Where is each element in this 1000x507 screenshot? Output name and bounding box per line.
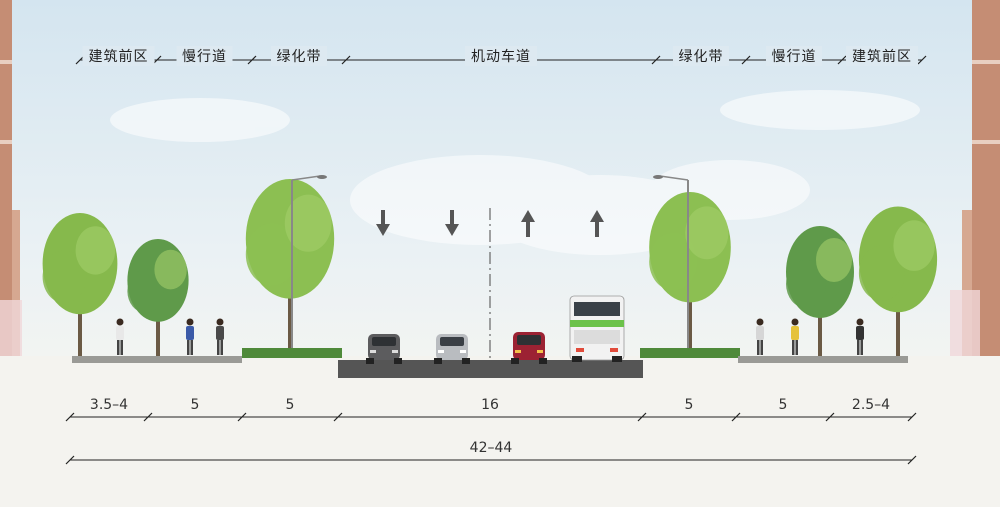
bus-icon	[569, 295, 625, 362]
trees	[42, 179, 938, 356]
zone-tick	[247, 55, 257, 65]
zone-label-slow-right: 慢行道	[772, 48, 817, 65]
zone-tick	[741, 55, 751, 65]
green-belt-right	[640, 348, 740, 358]
tree-icon	[245, 179, 335, 348]
tree-icon	[786, 226, 854, 356]
sidewalk-right	[738, 356, 908, 363]
width-label-front-left: 3.5–4	[90, 397, 128, 413]
width-tick	[731, 412, 741, 422]
car-icon	[434, 334, 470, 364]
width-label-slow-right: 5	[779, 397, 788, 413]
width-labels: 3.5–4 5 5 16 5 5 2.5–4	[90, 397, 890, 413]
pedestrian-icon	[756, 318, 764, 355]
width-tick	[825, 412, 835, 422]
lane-arrow-down-icon	[376, 210, 390, 236]
tree-icon	[649, 192, 731, 348]
width-tick	[237, 412, 247, 422]
width-label-front-right: 2.5–4	[852, 397, 890, 413]
zone-label-motor: 机动车道	[471, 48, 531, 65]
pedestrian-icon	[186, 318, 194, 355]
lane-arrows	[376, 210, 604, 237]
width-tick	[907, 412, 917, 422]
width-dimension-ticks	[65, 412, 917, 422]
pedestrian-icon	[216, 318, 224, 355]
lane-arrow-up-icon	[590, 210, 604, 237]
total-tick-right	[907, 455, 917, 465]
street-lamps	[291, 175, 689, 348]
building-left	[0, 0, 22, 356]
zone-dimension-ticks	[75, 55, 927, 65]
zone-label-bg	[271, 46, 327, 66]
zone-tick	[837, 55, 847, 65]
zone-label-bg	[82, 46, 155, 66]
width-label-green-right: 5	[685, 397, 694, 413]
car-icon	[366, 334, 402, 364]
width-label-motor: 16	[481, 397, 499, 413]
pedestrians	[116, 318, 864, 355]
green-belt-left	[242, 348, 342, 358]
width-label-slow-left: 5	[191, 397, 200, 413]
zone-label-bg	[465, 46, 537, 66]
zone-label-bg	[766, 46, 822, 66]
pedestrian-icon	[116, 318, 124, 355]
width-tick	[333, 412, 343, 422]
pedestrian-icon	[856, 318, 864, 355]
street-lamp-icon	[291, 175, 327, 348]
total-width-label: 42–44	[470, 440, 513, 456]
total-tick-left	[65, 455, 75, 465]
pedestrian-icon	[791, 318, 799, 355]
car-icon	[511, 332, 547, 364]
ground	[0, 356, 1000, 507]
zone-tick	[651, 55, 661, 65]
width-tick	[65, 412, 75, 422]
zone-label-green-right: 绿化带	[679, 49, 724, 65]
zone-label-front-left: 建筑前区	[89, 48, 149, 65]
zone-label-bg	[673, 46, 729, 66]
width-tick	[637, 412, 647, 422]
zone-label-bg	[846, 46, 918, 66]
street-lamp-icon	[653, 175, 689, 348]
tree-icon	[858, 206, 938, 356]
width-tick	[143, 412, 153, 422]
zone-labels: 建筑前区 慢行道 绿化带 机动车道 绿化带 慢行道 建筑前区	[82, 46, 918, 66]
tree-icon	[42, 213, 118, 356]
road-surface	[338, 360, 643, 378]
zone-label-front-right: 建筑前区	[852, 48, 912, 65]
sidewalk-left	[72, 356, 242, 363]
zone-label-bg	[176, 46, 233, 66]
width-label-green-left: 5	[286, 397, 295, 413]
lane-arrow-down-icon	[445, 210, 459, 236]
zone-tick	[341, 55, 351, 65]
lane-arrow-up-icon	[521, 210, 535, 237]
zone-label-slow-left: 慢行道	[182, 48, 227, 65]
zone-label-green-left: 绿化带	[277, 49, 322, 65]
zone-tick	[917, 55, 927, 65]
tree-icon	[127, 239, 189, 356]
building-right	[950, 0, 1000, 356]
